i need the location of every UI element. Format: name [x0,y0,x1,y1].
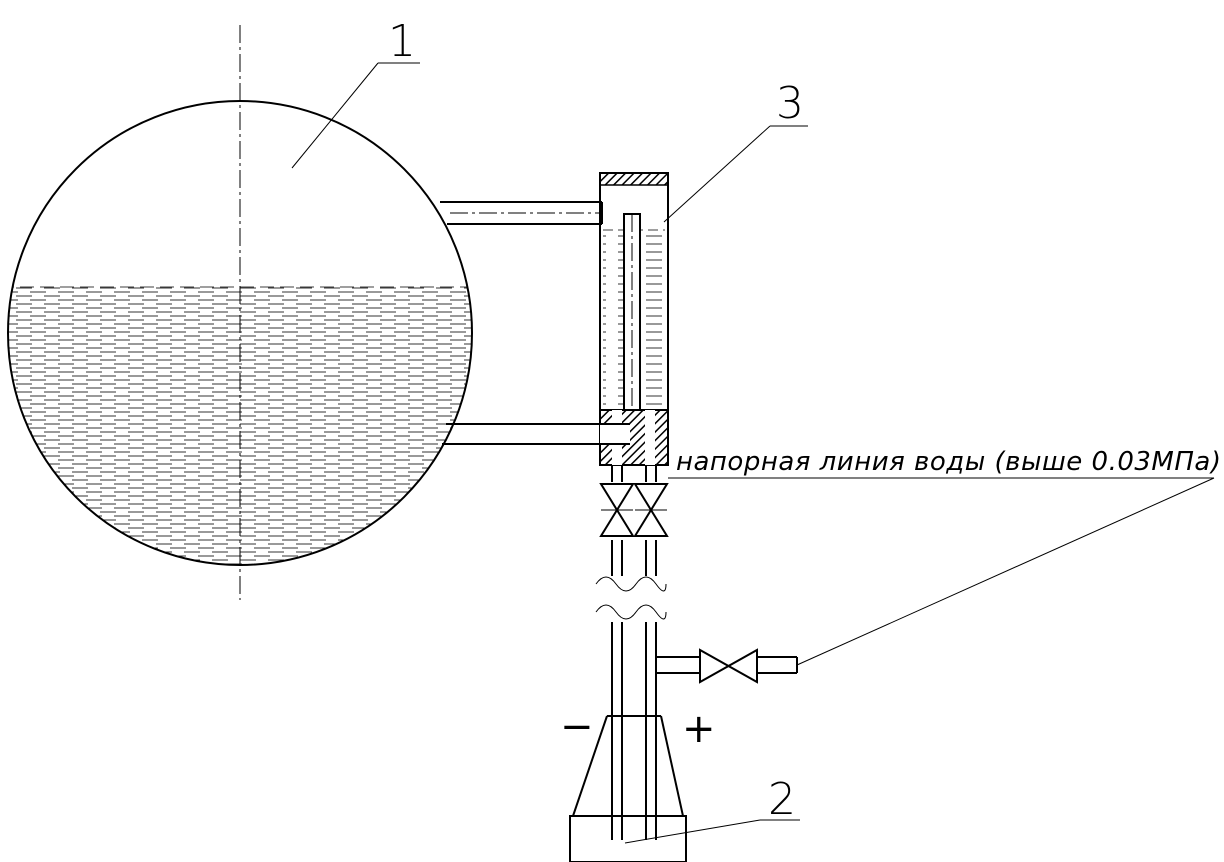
callout-3: 3 [663,78,808,223]
differential-gauge [569,715,687,862]
valve-plus-line[interactable] [633,482,669,540]
lower-pipe [442,423,625,445]
minus-sign: − [560,704,594,750]
break-marks [595,576,667,622]
water-supply-branch [656,648,798,684]
valve-minus-line[interactable] [599,482,635,540]
gauge-body [569,815,687,862]
valve-water-supply[interactable] [699,648,758,684]
vessel-top-cap [599,172,669,186]
callout-label-3: 3 [776,78,804,129]
condensing-vessel [599,172,669,466]
tank [7,25,473,600]
callout-2: 2 [624,774,800,844]
plus-sign: + [682,706,716,752]
water-line-note: напорная линия воды (выше 0.03МПа) [676,447,1222,477]
upper-pipe [440,201,603,225]
callout-label-1: 1 [388,16,416,67]
water-line-callout: напорная линия воды (выше 0.03МПа) [668,447,1222,666]
callout-label-2: 2 [768,774,796,825]
callout-1: 1 [291,16,420,169]
